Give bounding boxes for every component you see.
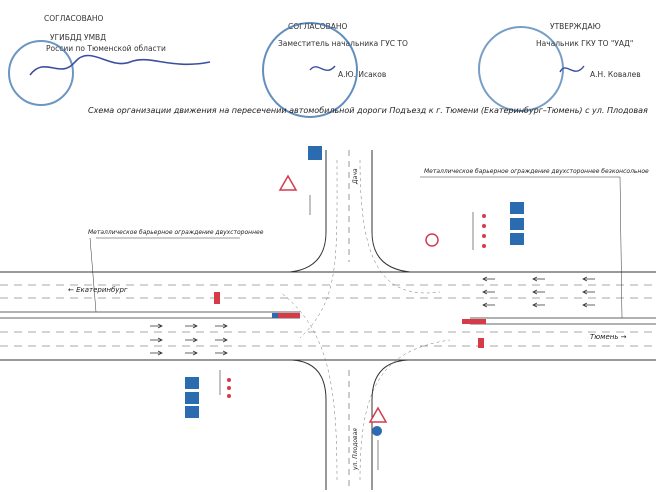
round-stamp-icon (8, 40, 74, 106)
approval-left-line2: УГИБДД УМВД (50, 33, 107, 42)
approval-right-line1: УТВЕРЖДАЮ (550, 22, 601, 31)
signature-icon (309, 65, 336, 71)
lane-sign-icon (308, 146, 322, 160)
lane-sign-icon (185, 202, 524, 418)
approval-left-line1: СОГЛАСОВАНО (44, 14, 104, 23)
approval-right-name: А.Н. Ковалев (590, 70, 641, 79)
signature-icon (559, 65, 585, 73)
drawing-title: Схема организации движения на пересечени… (88, 106, 648, 115)
yield-sign-icon (368, 406, 388, 423)
city-left-label: ← Екатеринбург (68, 286, 128, 294)
lane-sign-icon (372, 426, 382, 436)
barrier-left-label: Металлическое барьерное ограждение двухс… (88, 229, 264, 236)
street-bottom-label: ул. Плодовая (352, 428, 359, 470)
signature-icon (29, 54, 211, 76)
barrier-right-label: Металлическое барьерное ограждение двухс… (424, 168, 649, 175)
no-entry-sign-icon (425, 233, 439, 247)
approval-center-name: А.Ю. Исаков (338, 70, 387, 79)
street-top-label: Дача (352, 168, 359, 184)
yield-sign-icon (278, 174, 298, 191)
city-right-label: Тюмень → (590, 333, 627, 341)
round-stamp-icon (262, 22, 358, 118)
approval-right-line2: Начальник ГКУ ТО "УАД" (536, 39, 634, 48)
approval-left-line3: России по Тюменской области (46, 44, 166, 53)
